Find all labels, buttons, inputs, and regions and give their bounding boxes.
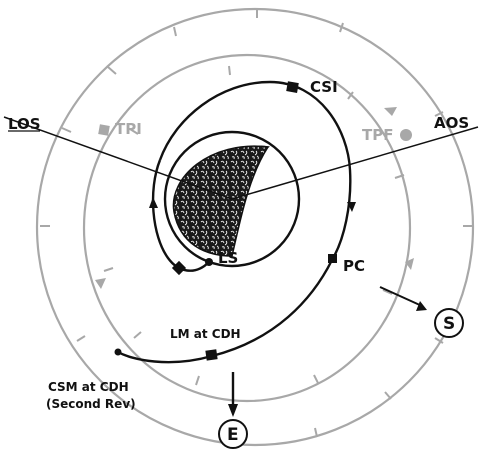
csm-direction-arrow (95, 107, 414, 289)
sun-marker-label: S (443, 314, 455, 334)
label-csm-second-rev: (Second Rev) (46, 397, 136, 411)
lm-trajectory (117, 80, 352, 410)
label-tpi: TPI (115, 120, 142, 138)
earth-marker: E (218, 419, 248, 449)
label-tpf: TPF (362, 126, 393, 144)
sun-direction-line (379, 286, 423, 307)
csm-orbit-ticks (40, 8, 473, 438)
label-los: LOS (8, 115, 41, 133)
csm-orbit-inner (82, 53, 412, 403)
label-lm-at-cdh: LM at CDH (170, 327, 241, 341)
earth-marker-label: E (227, 425, 239, 445)
moon-surface (172, 145, 270, 257)
ls-marker-icon (205, 258, 213, 266)
label-aos: AOS (434, 114, 469, 132)
csm-marker-icon (98, 124, 412, 141)
lm-direction-arrow (149, 197, 427, 417)
label-pc: PC (343, 257, 365, 275)
los-aos-lines (3, 116, 479, 200)
label-ls: LS (218, 249, 238, 267)
lm-marker-icon (171, 81, 337, 361)
csm-cdh-marker-icon (114, 348, 122, 356)
sun-marker: S (434, 308, 464, 338)
label-csi: CSI (310, 78, 338, 96)
label-csm-at-cdh: CSM at CDH (48, 380, 129, 394)
